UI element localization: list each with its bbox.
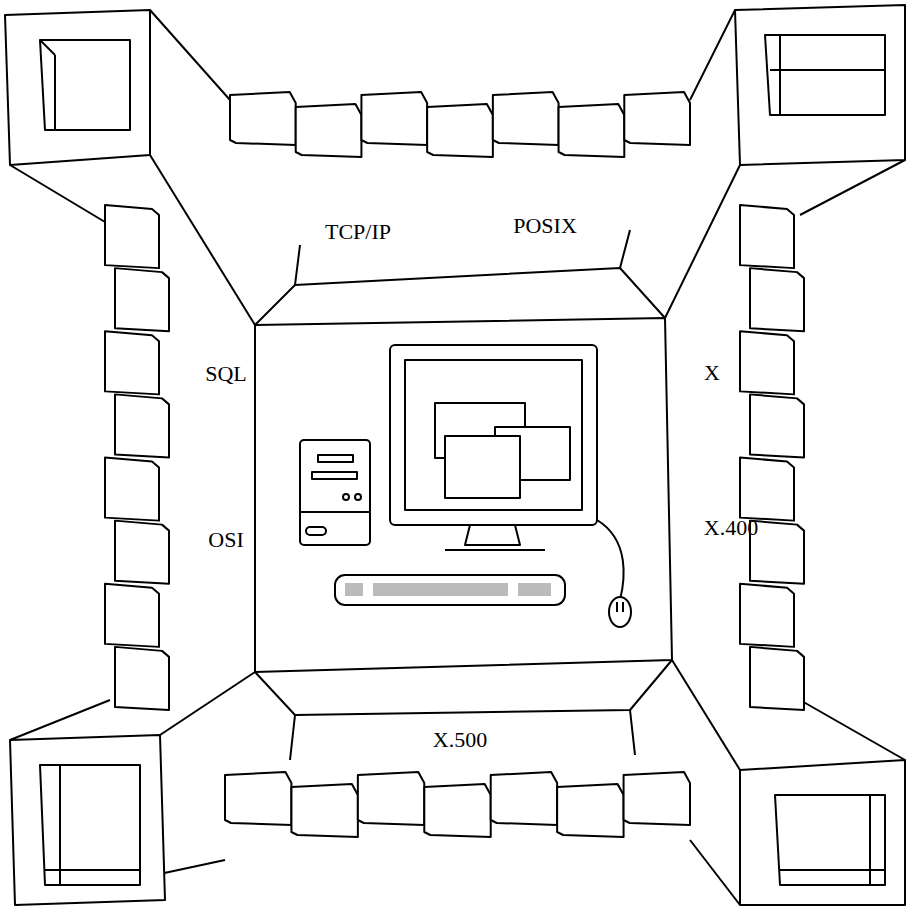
merlon xyxy=(225,772,291,825)
standard-label: OSI xyxy=(208,529,243,551)
merlon xyxy=(557,784,623,837)
battlements xyxy=(105,92,804,837)
merlon xyxy=(115,268,169,331)
merlon xyxy=(424,784,490,837)
merlon xyxy=(750,394,804,457)
merlon xyxy=(493,92,559,145)
merlon xyxy=(105,331,159,394)
merlon xyxy=(358,772,424,825)
merlon xyxy=(750,268,804,331)
merlon xyxy=(491,772,557,825)
merlon xyxy=(291,784,357,837)
merlon xyxy=(740,205,794,268)
merlon xyxy=(105,584,159,647)
merlon xyxy=(105,205,159,268)
merlon xyxy=(230,92,296,145)
standard-label: X.500 xyxy=(433,729,487,751)
merlon xyxy=(740,331,794,394)
merlon xyxy=(750,647,804,710)
standard-label: POSIX xyxy=(513,215,577,237)
merlon xyxy=(105,458,159,521)
merlon xyxy=(427,104,493,157)
merlon xyxy=(115,647,169,710)
standard-label: X xyxy=(704,362,720,384)
standard-label: X.400 xyxy=(704,517,758,539)
standard-label: SQL xyxy=(205,363,247,385)
merlon xyxy=(559,104,625,157)
merlon xyxy=(115,521,169,584)
merlon xyxy=(740,458,794,521)
merlon xyxy=(115,394,169,457)
merlon xyxy=(361,92,427,145)
merlon xyxy=(296,104,362,157)
standard-label: TCP/IP xyxy=(325,221,391,243)
merlon xyxy=(624,772,690,825)
merlon xyxy=(624,92,690,145)
merlon xyxy=(740,584,794,647)
